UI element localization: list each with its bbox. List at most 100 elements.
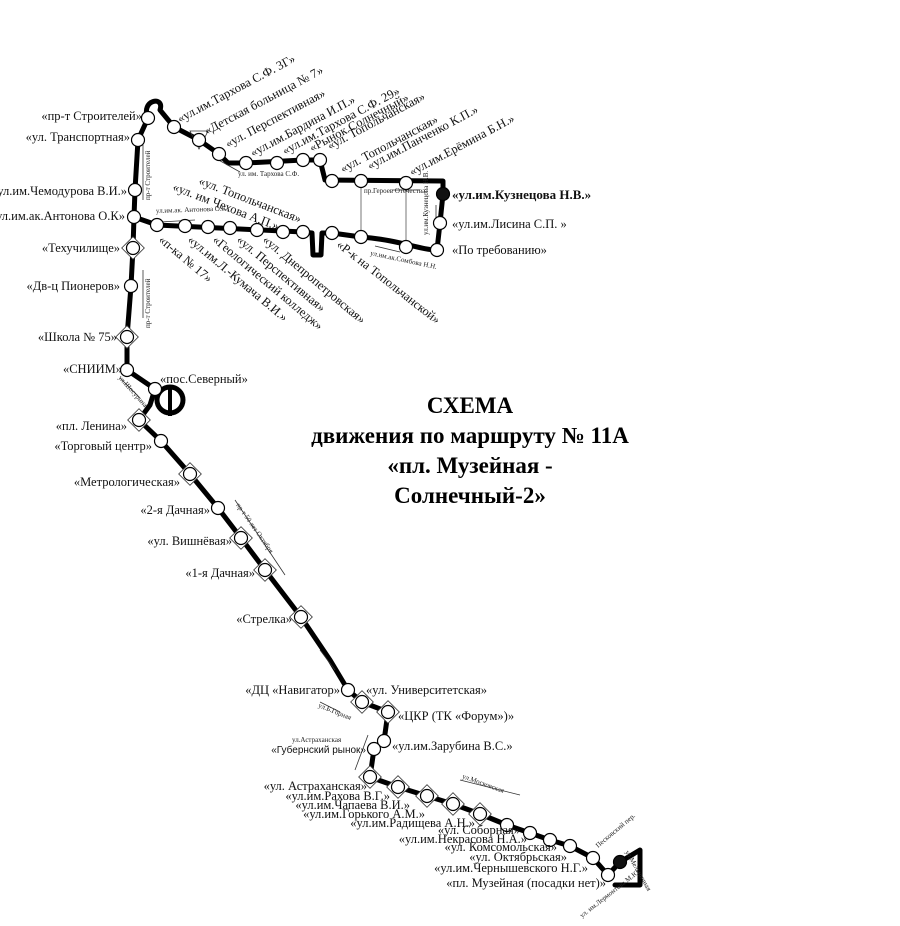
direction-arrow-icon bbox=[374, 245, 401, 253]
stop-circle-icon[interactable] bbox=[295, 152, 311, 168]
stop-circle-icon[interactable] bbox=[249, 222, 265, 238]
stop-circle-icon[interactable] bbox=[295, 224, 311, 240]
stop-circle-icon[interactable] bbox=[324, 173, 340, 189]
stop-label: «пос.Северный» bbox=[160, 372, 248, 386]
stop-label: «Губернский рынок» bbox=[271, 744, 366, 756]
main-route-line bbox=[124, 115, 611, 878]
stop-circle-icon[interactable] bbox=[131, 412, 147, 428]
stop-circle-icon[interactable] bbox=[127, 182, 143, 198]
street-label: ул.Астраханская bbox=[292, 736, 342, 744]
stop-circle-icon[interactable] bbox=[257, 562, 273, 578]
stop-label: «Школа № 75» bbox=[38, 330, 117, 344]
stop-label: «ул.им.ак.Антонова О.К» bbox=[0, 209, 125, 223]
stop-circle-icon[interactable] bbox=[419, 788, 435, 804]
stop-circle-icon[interactable] bbox=[130, 132, 146, 148]
stop-circle-icon[interactable] bbox=[200, 219, 216, 235]
stop-circle-icon[interactable] bbox=[522, 825, 538, 841]
street-label: пр-т Строителей bbox=[144, 150, 152, 200]
stop-label: «ул.им.Рахова В.Г.» bbox=[285, 789, 390, 803]
stop-circle-icon[interactable] bbox=[153, 433, 169, 449]
stop-label: «ул.им.Кузнецова Н.В.» bbox=[452, 187, 591, 202]
stop-label: «ул.им.Некрасова Н.А.» bbox=[399, 832, 527, 846]
stop-label: «1-я Дачная» bbox=[185, 566, 255, 580]
stop-circle-icon[interactable] bbox=[324, 225, 340, 241]
stop-circle-icon[interactable] bbox=[119, 329, 135, 345]
stop-circle-icon[interactable] bbox=[177, 218, 193, 234]
stop-circle-icon[interactable] bbox=[353, 229, 369, 245]
direction-arrow-icon bbox=[319, 649, 336, 671]
street-label: ул.им.Кузнецова Н.В. bbox=[422, 171, 430, 235]
stop-circle-icon[interactable] bbox=[269, 155, 285, 171]
stop-circle-icon[interactable] bbox=[238, 155, 254, 171]
stop-circle-icon[interactable] bbox=[445, 796, 461, 812]
stop-label: «Техучилище» bbox=[42, 241, 120, 255]
stop-label: «Стрелка» bbox=[236, 612, 292, 626]
stop-circle-icon[interactable] bbox=[275, 224, 291, 240]
stop-label: «По требованию» bbox=[452, 243, 547, 257]
stop-label: «ул.им.Чемодурова В.И.» bbox=[0, 184, 127, 198]
stop-circle-icon[interactable] bbox=[380, 704, 396, 720]
stop-circle-icon[interactable] bbox=[390, 779, 406, 795]
stop-circle-icon[interactable] bbox=[353, 173, 369, 189]
direction-arrow-icon bbox=[459, 779, 521, 796]
direction-arrow-icon bbox=[319, 701, 341, 713]
stop-label: «ул.им.Лисина С.П. » bbox=[452, 217, 567, 231]
stop-circle-icon[interactable] bbox=[499, 817, 515, 833]
title-line-3: «пл. Музейная - bbox=[387, 453, 552, 478]
stop-circle-icon[interactable] bbox=[125, 240, 141, 256]
stop-label: «пл. Музейная (посадки нет)» bbox=[446, 876, 606, 890]
street-label: пр.Героев Отечества bbox=[364, 187, 426, 195]
stop-circle-icon[interactable] bbox=[147, 381, 163, 397]
stop-circle-icon[interactable] bbox=[432, 215, 448, 231]
stop-circle-icon[interactable] bbox=[222, 220, 238, 236]
stop-circle-icon[interactable] bbox=[429, 242, 445, 258]
stop-circle-icon[interactable] bbox=[398, 175, 414, 191]
street-label: ул.Московская bbox=[461, 772, 506, 795]
stop-label: «ЦКР (ТК «Форум»)» bbox=[398, 709, 514, 723]
street-label: ул.Б.Горная bbox=[317, 701, 353, 722]
stop-circle-icon[interactable] bbox=[376, 733, 392, 749]
stop-label: «ул. Соборная» bbox=[438, 823, 520, 837]
stop-circle-icon[interactable] bbox=[126, 209, 142, 225]
stop-circle-icon[interactable] bbox=[210, 500, 226, 516]
stop-circle-icon[interactable] bbox=[119, 362, 135, 378]
stop-circle-icon[interactable] bbox=[233, 530, 249, 546]
stop-label: «ул. Комсомольская» bbox=[444, 840, 557, 854]
stop-circle-icon[interactable] bbox=[472, 806, 488, 822]
stop-circle-icon[interactable] bbox=[140, 110, 156, 126]
stop-circle-icon[interactable] bbox=[191, 132, 207, 148]
stop-circle-icon[interactable] bbox=[542, 832, 558, 848]
street-label: пр-т Строителей bbox=[144, 278, 152, 328]
street-label: Песковский пер. bbox=[594, 812, 637, 850]
terminal-stop-icon[interactable] bbox=[435, 186, 451, 202]
stop-label: «ул.им.Радищева А.Н.» bbox=[350, 816, 475, 830]
direction-arrow-icon bbox=[354, 734, 369, 771]
stop-circle-icon[interactable] bbox=[182, 466, 198, 482]
stop-label: «ул.им.Зарубина В.С.» bbox=[392, 739, 513, 753]
stop-circle-icon[interactable] bbox=[123, 278, 139, 294]
stop-markers bbox=[115, 110, 628, 883]
stop-circle-icon[interactable] bbox=[211, 146, 227, 162]
stop-label: «ул. Октябрьская» bbox=[469, 850, 567, 864]
direction-arrow-icon bbox=[234, 499, 286, 576]
stop-circle-icon[interactable] bbox=[600, 867, 616, 883]
title-line-4: Солнечный-2» bbox=[394, 483, 546, 508]
stop-label: «Метрологическая» bbox=[74, 475, 180, 489]
stop-circle-icon[interactable] bbox=[585, 850, 601, 866]
stop-circle-icon[interactable] bbox=[562, 838, 578, 854]
stop-circle-icon[interactable] bbox=[340, 682, 356, 698]
stop-circle-icon[interactable] bbox=[166, 119, 182, 135]
terminal-stop-icon[interactable] bbox=[612, 854, 628, 870]
stop-circle-icon[interactable] bbox=[293, 609, 309, 625]
stop-circle-icon[interactable] bbox=[366, 741, 382, 757]
stop-circle-icon[interactable] bbox=[362, 769, 378, 785]
stop-circle-icon[interactable] bbox=[149, 217, 165, 233]
stop-circle-icon[interactable] bbox=[312, 152, 328, 168]
stop-label: «ул. Университетская» bbox=[366, 683, 487, 697]
street-label: ул. им. Тархова С.Ф. bbox=[238, 170, 299, 178]
title-line-2: движения по маршруту № 11А bbox=[311, 423, 629, 448]
stop-circle-icon[interactable] bbox=[354, 694, 370, 710]
stop-circle-icon[interactable] bbox=[398, 239, 414, 255]
